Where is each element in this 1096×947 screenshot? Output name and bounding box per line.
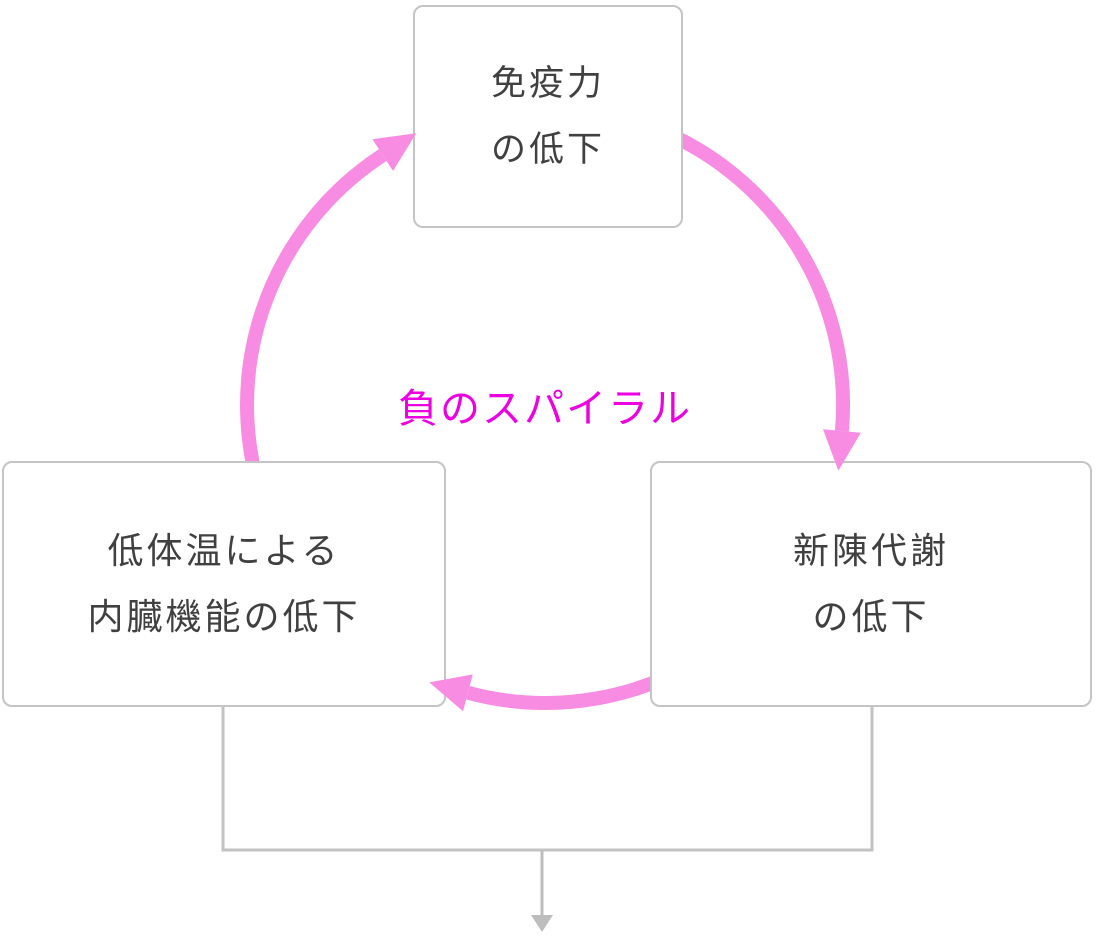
node-organ-function-decline: 低体温による 内臓機能の低下 — [2, 461, 446, 707]
center-label: 負のスパイラル — [398, 387, 692, 431]
cycle-arc-left — [240, 149, 387, 510]
node-immunity-line2: の低下 — [490, 129, 605, 169]
cycle-arrowhead-top-icon — [372, 133, 417, 171]
node-metabolism-decline: 新陳代謝 の低下 — [650, 461, 1092, 707]
node-immunity-line1: 免疫力 — [490, 63, 605, 103]
merge-connector-line — [221, 707, 874, 852]
node-immunity-decline: 免疫力 の低下 — [413, 5, 683, 228]
node-organ-line2: 内臓機能の低下 — [87, 596, 361, 637]
node-metabolism-line1: 新陳代謝 — [792, 530, 949, 571]
node-organ-line1: 低体温による — [107, 530, 341, 571]
down-arrow-head-icon — [531, 915, 553, 932]
node-metabolism-line2: の低下 — [812, 596, 930, 637]
